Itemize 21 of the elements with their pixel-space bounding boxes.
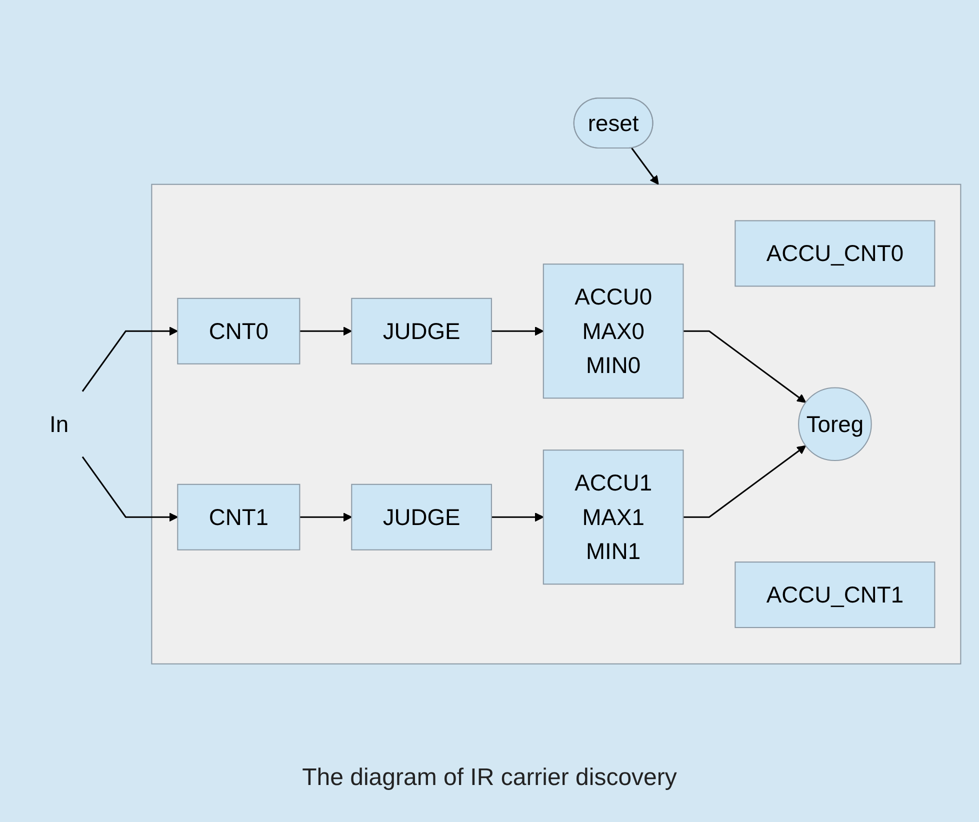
node-box: JUDGE — [351, 298, 492, 364]
node-box: ACCU_CNT0 — [734, 220, 936, 287]
node-box: CNT0 — [177, 298, 300, 364]
arrow — [683, 330, 806, 403]
node-box: CNT1 — [177, 484, 300, 550]
arrow — [491, 326, 544, 336]
arrow — [683, 445, 806, 518]
arrow — [631, 148, 659, 185]
node-text: In — [49, 411, 69, 438]
node-circle: Toreg — [798, 387, 872, 462]
arrow — [300, 326, 352, 336]
caption: The diagram of IR carrier discovery — [302, 764, 677, 792]
node-box: ACCU_CNT1 — [734, 562, 936, 628]
arrow — [82, 456, 178, 522]
node-box: JUDGE — [351, 484, 492, 550]
cluster — [151, 184, 962, 664]
arrow — [491, 512, 544, 522]
arrow — [82, 326, 178, 392]
arrow — [300, 512, 352, 522]
node-box: ACCU1 MAX1 MIN1 — [542, 450, 684, 585]
node-box: ACCU0 MAX0 MIN0 — [542, 264, 684, 399]
